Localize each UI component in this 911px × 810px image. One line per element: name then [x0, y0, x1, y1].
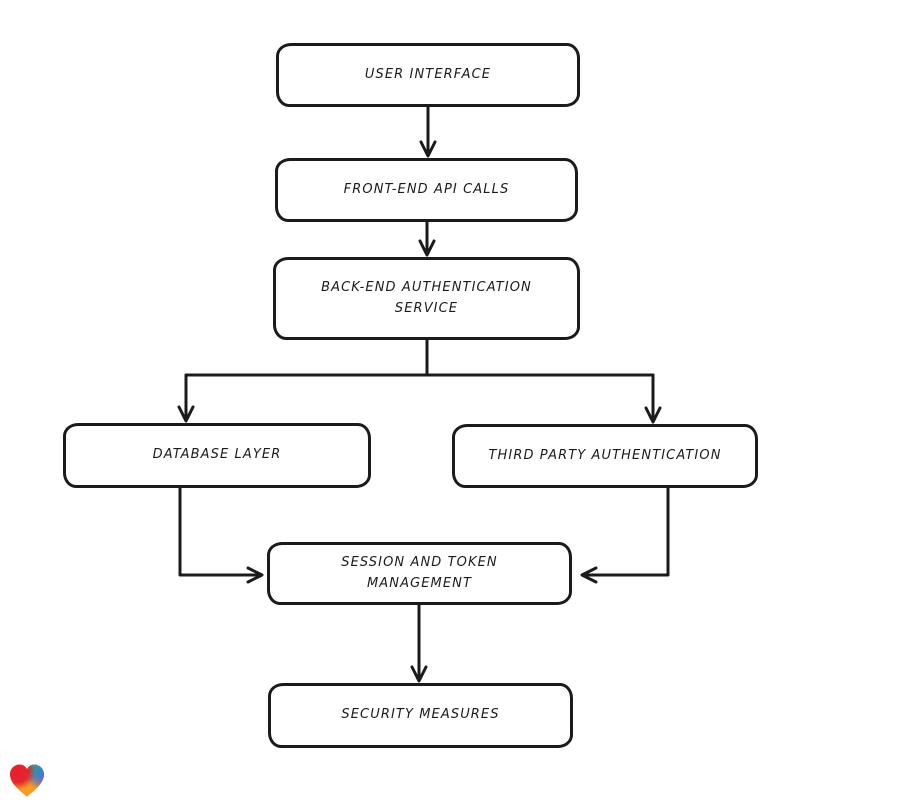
edge-front-end-api-calls-to-back-end-authentication-service	[418, 219, 436, 257]
node-third-party-authentication-label: THIRD PARTY AUTHENTICATION	[488, 447, 722, 463]
node-database-layer-label: DATABASE LAYER	[152, 447, 282, 463]
node-front-end-api-calls: FRONT-END API CALLS	[275, 158, 578, 222]
edge-database-layer-to-session-and-token-management	[178, 485, 264, 584]
node-security-measures-label: SECURITY MEASURES	[341, 707, 500, 723]
edge-back-end-authentication-service-to-database-layer	[177, 337, 655, 423]
node-front-end-api-calls-label: FRONT-END API CALLS	[343, 181, 510, 197]
edge-user-interface-to-front-end-api-calls	[419, 104, 437, 158]
node-security-measures: SECURITY MEASURES	[268, 683, 573, 748]
edge-third-party-authentication-to-session-and-token-management	[580, 485, 670, 584]
node-user-interface: USER INTERFACE	[276, 43, 580, 107]
node-database-layer: DATABASE LAYER	[63, 423, 371, 488]
node-third-party-authentication: THIRD PARTY AUTHENTICATION	[452, 424, 758, 488]
edge-session-and-token-management-to-security-measures	[410, 602, 428, 683]
node-user-interface-label: USER INTERFACE	[364, 66, 492, 82]
gradient-heart-logo[interactable]	[7, 762, 47, 802]
edge-back-end-authentication-service-to-third-party-authentication	[644, 373, 662, 424]
heart-icon	[10, 764, 44, 797]
